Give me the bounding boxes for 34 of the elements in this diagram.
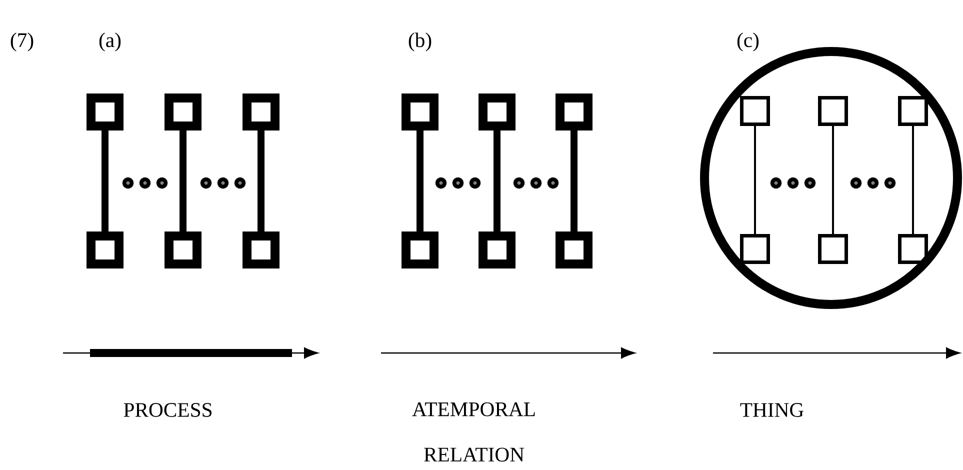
square-box: [556, 94, 592, 130]
panel-label: (a): [99, 32, 121, 52]
square-box: [402, 232, 438, 268]
square-box: [898, 234, 928, 264]
square-box: [818, 96, 848, 126]
square-box: [164, 94, 202, 130]
square-box: [478, 94, 516, 130]
panel-label: (7): [10, 32, 34, 52]
connector-line: [754, 126, 756, 234]
connector-line: [180, 130, 186, 232]
caption-text: ATEMPORAL RELATION: [412, 402, 535, 462]
square-box: [402, 94, 438, 130]
connector-line: [258, 130, 264, 232]
panel-label: (c): [737, 32, 759, 52]
connector-line: [416, 130, 424, 232]
connector-line: [102, 130, 108, 232]
square-box: [86, 232, 124, 268]
square-box: [242, 232, 280, 268]
square-box: [164, 232, 202, 268]
connector-line: [832, 126, 834, 234]
square-box: [898, 96, 928, 126]
caption-text: THING: [740, 403, 804, 417]
square-box: [556, 232, 592, 268]
connector-line: [570, 130, 578, 232]
caption-text: PROCESS: [124, 403, 212, 417]
square-box: [242, 94, 280, 130]
connector-line: [494, 130, 500, 232]
square-box: [740, 96, 770, 126]
square-box: [740, 234, 770, 264]
panel-label: (b): [408, 32, 432, 52]
connector-line: [912, 126, 914, 234]
square-box: [86, 94, 124, 130]
square-box: [478, 232, 516, 268]
square-box: [818, 234, 848, 264]
